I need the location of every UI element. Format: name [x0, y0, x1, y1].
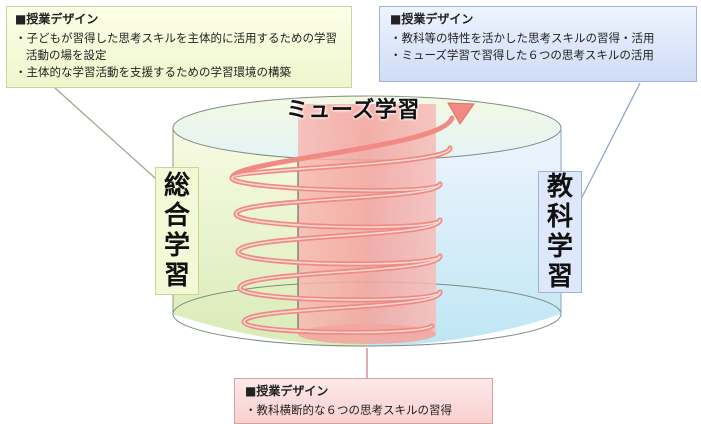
callout-item: ・教科横断的な６つの思考スキルの習得 [245, 403, 452, 417]
spiral-arrowhead-icon [447, 102, 475, 125]
callout-title: ■授業デザイン [390, 12, 474, 26]
spiral-highlight [231, 147, 451, 334]
left-label-char: 学 [163, 231, 190, 261]
callout-item: ・ミューズ学習で習得した６つの思考スキルの活用 [390, 48, 654, 62]
right-label-char: 科 [546, 202, 573, 232]
callout-top-right: ■授業デザイン ・教科等の特性を活かした思考スキルの習得・活用 ・ミューズ学習で… [379, 6, 697, 82]
callout-top-left: ■授業デザイン ・子どもが習得した思考スキルを主体的に活用するための学習活動の場… [6, 6, 352, 88]
right-label-char: 教 [546, 172, 573, 202]
left-label-char: 習 [163, 261, 190, 291]
callout-bottom: ■授業デザイン ・教科横断的な６つの思考スキルの習得 [234, 378, 493, 424]
right-label-box: 教 科 学 習 [538, 171, 582, 293]
left-label-box: 総 合 学 習 [155, 167, 199, 295]
callout-item: ・子どもが習得した思考スキルを主体的に活用するための学習活動の場を設定 [15, 31, 337, 62]
right-label-char: 学 [546, 232, 573, 262]
left-label-char: 合 [163, 201, 190, 231]
callout-title: ■授業デザイン [15, 12, 99, 26]
callout-title: ■授業デザイン [245, 384, 329, 398]
callout-item: ・教科等の特性を活かした思考スキルの習得・活用 [390, 31, 655, 45]
spiral-loop [229, 115, 455, 181]
connector-right-line [577, 82, 641, 206]
center-label: ミューズ学習 [286, 98, 420, 123]
right-label-char: 習 [546, 262, 573, 292]
callout-item: ・主体的な学習活動を支援するための学習環境の構築 [15, 65, 291, 79]
left-label-char: 総 [163, 171, 190, 201]
